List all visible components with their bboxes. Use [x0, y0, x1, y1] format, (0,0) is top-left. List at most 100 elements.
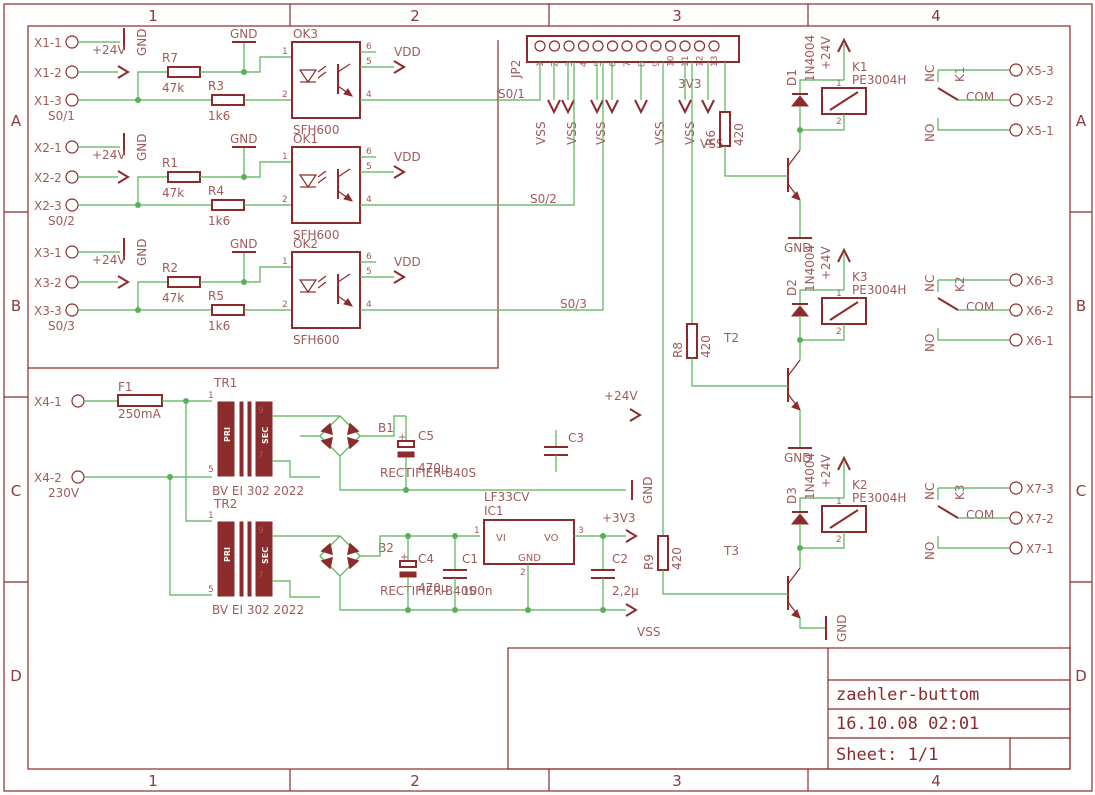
- terminal-label: X1-1: [34, 36, 62, 50]
- svg-text:X7-3: X7-3: [1026, 482, 1054, 496]
- terminal-label: X2-2: [34, 171, 62, 185]
- c2-value: 2,2µ: [612, 584, 639, 598]
- terminal-x7-2: [1009, 511, 1023, 525]
- mains-voltage: 230V: [48, 486, 80, 500]
- p24v-label: +24V: [92, 43, 126, 57]
- svg-text:X5-1: X5-1: [1026, 124, 1054, 138]
- svg-text:1: 1: [282, 47, 288, 57]
- p3v3-label: +3V3: [602, 511, 636, 525]
- svg-text:2: 2: [551, 61, 561, 67]
- svg-text:R4: R4: [208, 184, 224, 198]
- tr1-sec: SEC: [261, 427, 270, 444]
- grid-row-c-right: C: [1076, 482, 1086, 500]
- fuse-f1: [117, 394, 163, 407]
- svg-text:GND: GND: [784, 241, 812, 255]
- power-supply: X4-1 X4-2 230V F1 250mA TR1 BV EI 302 20…: [34, 376, 660, 639]
- svg-text:K2: K2: [852, 478, 868, 492]
- terminal-x6-1: [1009, 333, 1023, 347]
- vss-label-1: VSS: [534, 122, 548, 145]
- grid-row-d-right: D: [1075, 667, 1087, 685]
- capacitor-c5: + C5 470µ: [397, 416, 449, 490]
- p24v-label-psu: +24V: [604, 389, 638, 403]
- svg-text:K1: K1: [953, 66, 967, 82]
- vss-label-psu: VSS: [637, 625, 660, 639]
- svg-text:47k: 47k: [162, 81, 184, 95]
- vss-label-3: VSS: [594, 122, 608, 145]
- svg-text:R2: R2: [162, 261, 178, 275]
- transformer-tr2: TR2 BV EI 302 2022 1 5 9 7: [208, 497, 304, 617]
- vdd-label: VDD: [394, 45, 421, 59]
- c3-name: C3: [568, 431, 584, 445]
- svg-text:R6: R6: [704, 130, 718, 146]
- capacitor-c2: C2 2,2µ: [591, 533, 639, 613]
- terminal-x5-3: [1009, 63, 1023, 77]
- bridge2-type: RECTIFIER-B40S: [380, 584, 476, 598]
- svg-text:+24V: +24V: [819, 454, 833, 488]
- svg-text:420: 420: [732, 123, 746, 146]
- jp2-vss-pointers: VSS VSS VSS VSS VSS 3V3 VSS: [534, 62, 723, 151]
- svg-text:NC: NC: [923, 65, 937, 82]
- svg-text:9: 9: [652, 61, 662, 67]
- grid-col-2: 2: [410, 7, 420, 25]
- grid-row-d: D: [10, 667, 22, 685]
- terminal-x3-3: [65, 303, 79, 317]
- svg-text:X5-3: X5-3: [1026, 64, 1054, 78]
- vss-label-5: VSS: [683, 122, 697, 145]
- svg-text:47k: 47k: [162, 291, 184, 305]
- terminal-x7-3: [1009, 481, 1023, 495]
- gnd-label: GND: [135, 238, 149, 266]
- diode-type: 1N4004: [803, 35, 817, 82]
- svg-text:+: +: [398, 432, 406, 443]
- s0-2-wire-label: S0/2: [530, 192, 557, 206]
- c5-name: C5: [418, 429, 434, 443]
- jp2-3v3-label: 3V3: [678, 77, 701, 91]
- c4-name: C4: [418, 552, 434, 566]
- svg-text:K3: K3: [953, 484, 967, 500]
- bridge-b1: B1 RECTIFIER-B40S: [319, 415, 476, 480]
- terminal-x1-2: [65, 65, 79, 79]
- svg-text:4: 4: [366, 195, 372, 205]
- svg-text:1: 1: [282, 257, 288, 267]
- svg-text:X7-2: X7-2: [1026, 512, 1054, 526]
- signal-label: S0/3: [48, 319, 75, 333]
- ic1-name: IC1: [484, 504, 504, 518]
- svg-text:8: 8: [638, 61, 648, 67]
- c4-value: 470µ: [418, 581, 449, 595]
- diode-name: D3: [785, 487, 799, 504]
- svg-text:12: 12: [696, 56, 706, 67]
- resistor-r7: [167, 66, 201, 78]
- svg-text:6: 6: [366, 252, 372, 262]
- svg-text:NO: NO: [923, 334, 937, 352]
- svg-text:GND: GND: [230, 132, 258, 146]
- svg-text:5: 5: [594, 61, 604, 67]
- svg-text:NO: NO: [923, 124, 937, 142]
- terminal-label: X2-1: [34, 141, 62, 155]
- svg-text:5: 5: [366, 267, 372, 277]
- resistor-r5: [211, 304, 245, 316]
- capacitor-c4: + C4 470µ: [399, 536, 449, 610]
- resistor-r8: [686, 323, 698, 359]
- bridge1-name: B1: [378, 421, 394, 435]
- svg-text:GND: GND: [230, 27, 258, 41]
- terminal-x2-2: [65, 170, 79, 184]
- svg-text:GND: GND: [784, 451, 812, 465]
- jp2-pin-11: [679, 40, 691, 52]
- terminal-label: X3-2: [34, 276, 62, 290]
- svg-text:NC: NC: [923, 275, 937, 292]
- input-section-border: [28, 40, 499, 369]
- vdd-label: VDD: [394, 255, 421, 269]
- svg-text:1: 1: [836, 79, 842, 89]
- svg-text:5: 5: [208, 585, 214, 595]
- svg-text:7: 7: [258, 571, 264, 581]
- terminal-x3-2: [65, 275, 79, 289]
- jp2-pin-3: [563, 40, 575, 52]
- input-channel-3: X3-1X3-2X3-3S0/3GND+24VR247kGNDR51k6OK2S…: [34, 237, 421, 347]
- svg-text:1: 1: [836, 289, 842, 299]
- p24v-label: +24V: [92, 253, 126, 267]
- terminal-x2-3: [65, 198, 79, 212]
- jp2-pin-4: [577, 40, 590, 52]
